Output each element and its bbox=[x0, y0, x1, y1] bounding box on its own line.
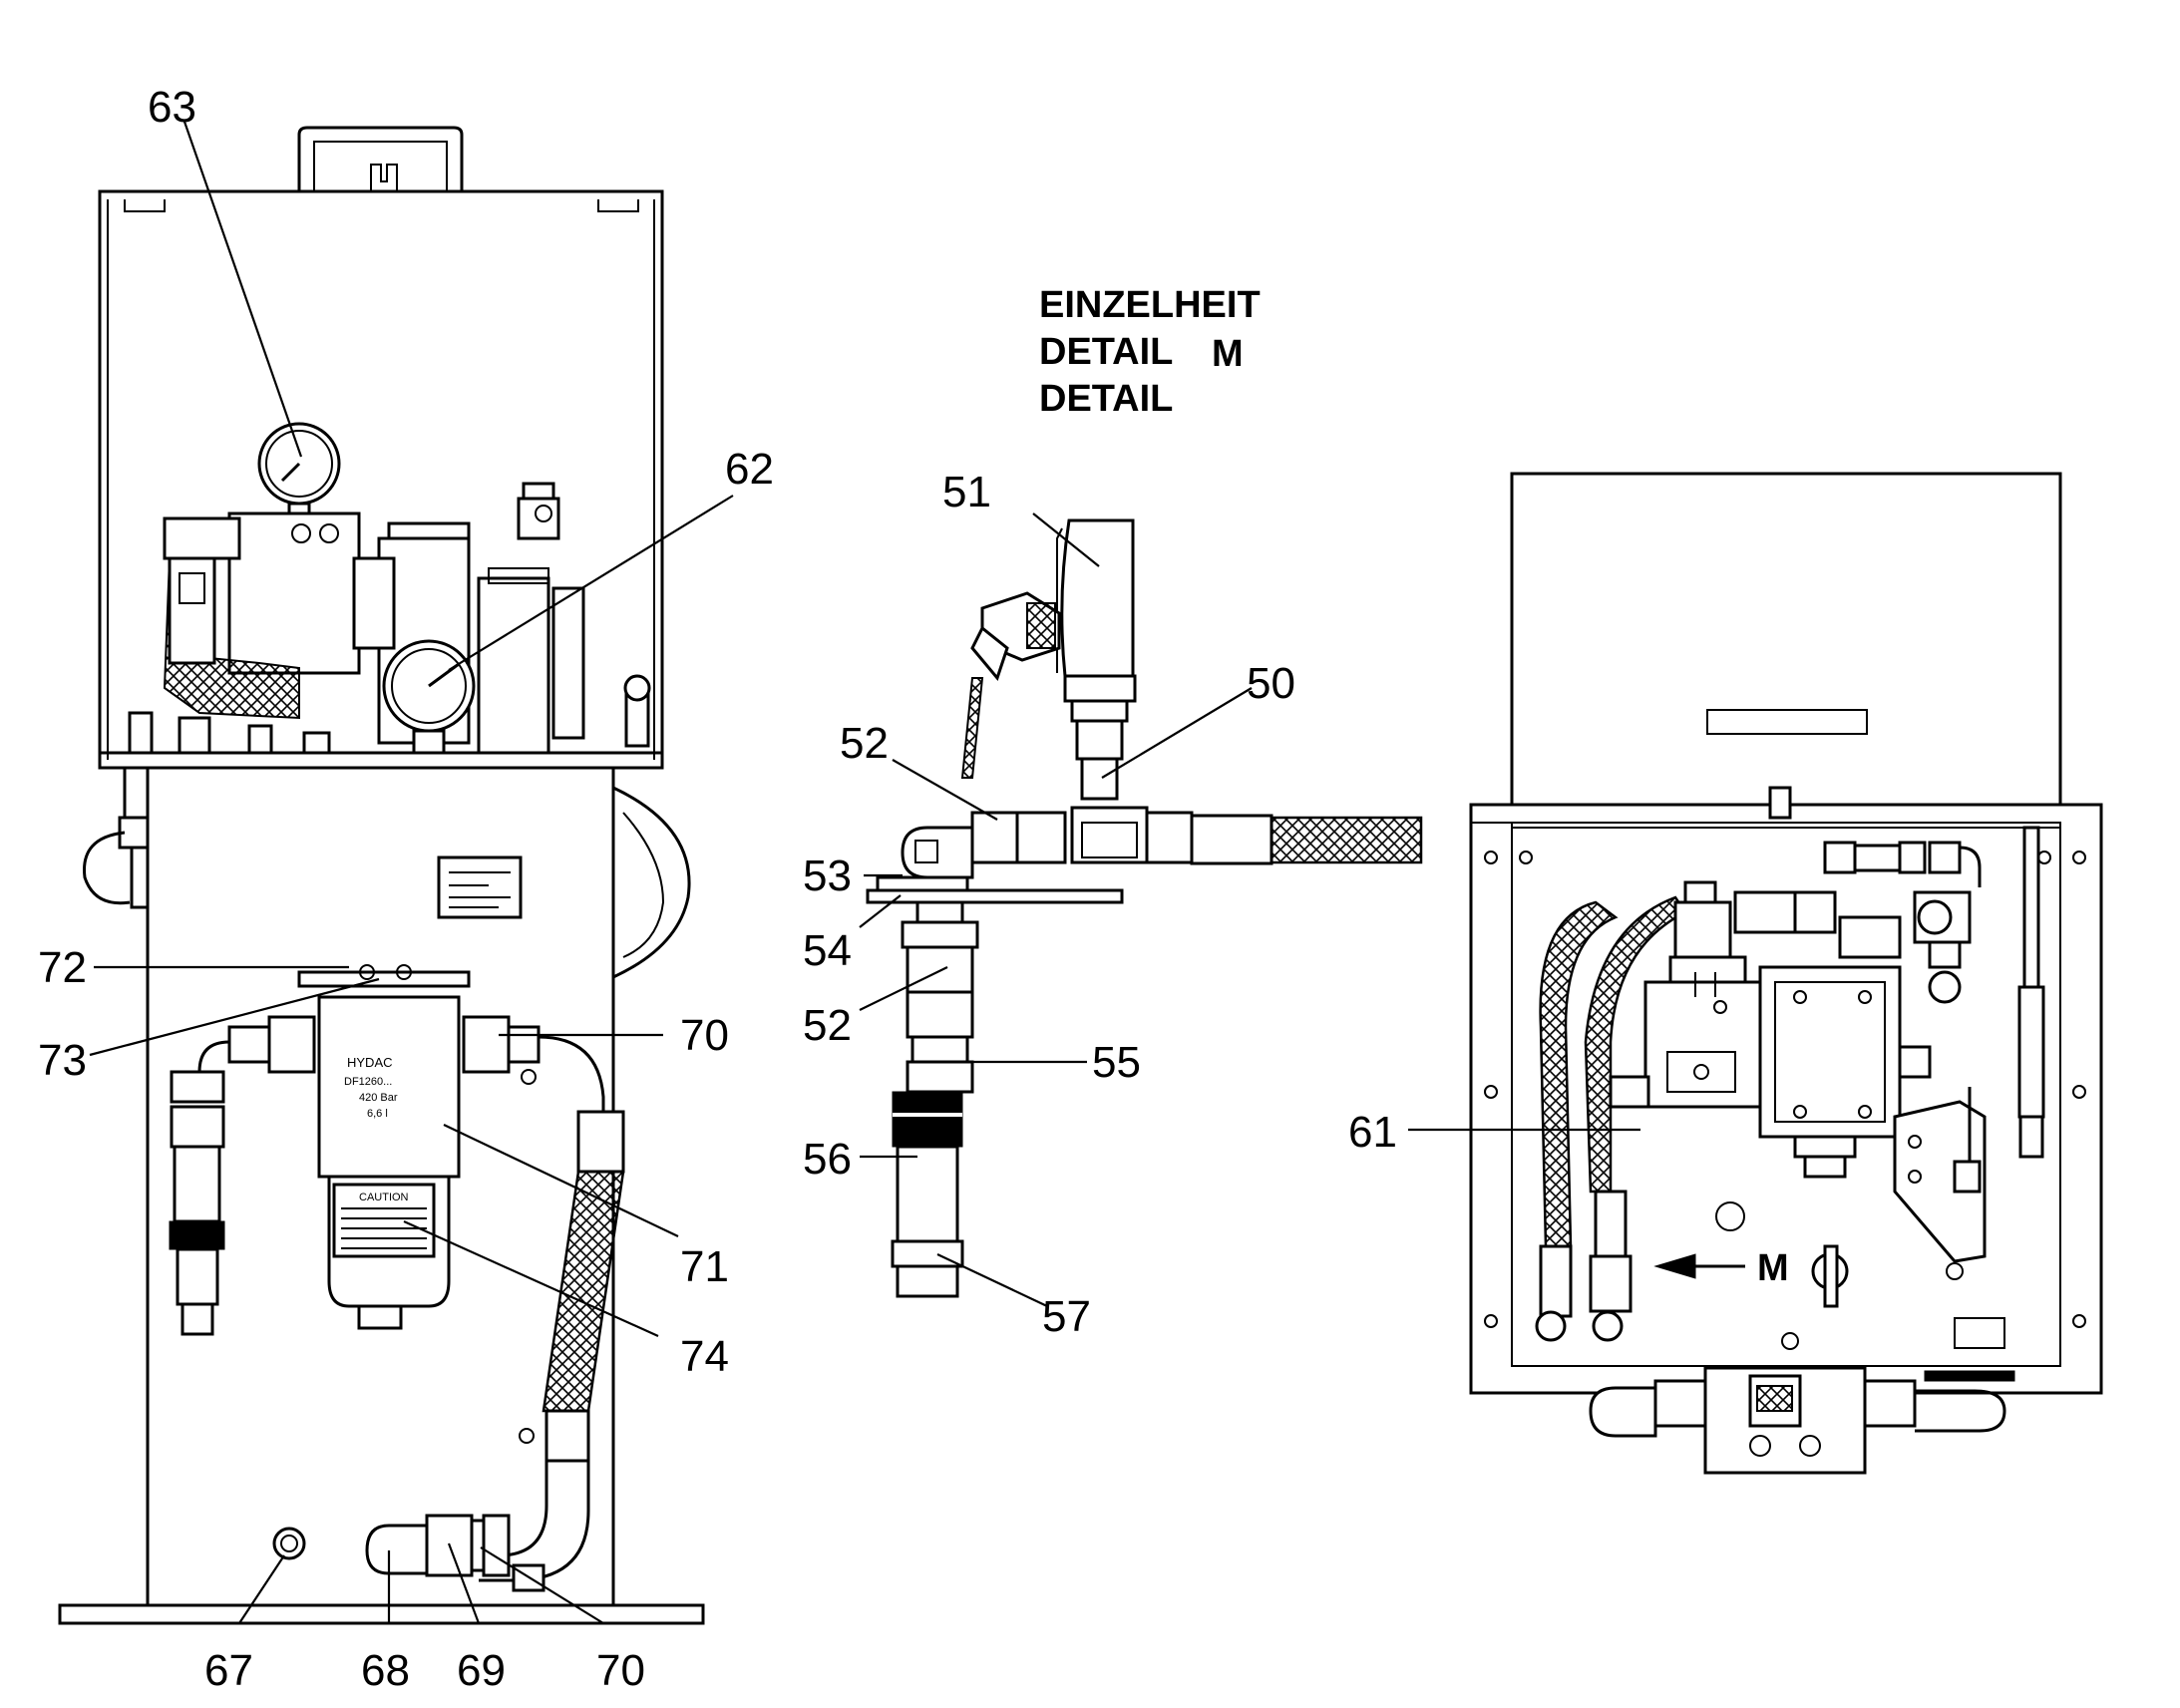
callout-69: 69 bbox=[457, 1646, 506, 1695]
view-arrow-label: M bbox=[1757, 1247, 1789, 1289]
callout-73: 73 bbox=[38, 1036, 87, 1085]
callout-63: 63 bbox=[148, 83, 196, 132]
left-view-tank-unit: HYDAC DF1260... 420 Bar 6,6 l CAUTION bbox=[58, 126, 705, 1625]
carry-handle bbox=[297, 126, 464, 191]
callout-57: 57 bbox=[1042, 1292, 1091, 1341]
filter-bowl-74: CAUTION bbox=[327, 1175, 451, 1330]
base-plate bbox=[58, 1603, 705, 1625]
filter-pressure: 420 Bar bbox=[359, 1092, 398, 1104]
detail-title: EINZELHEIT DETAIL M DETAIL bbox=[1039, 284, 1261, 420]
leader-lines bbox=[89, 121, 1640, 1624]
plug-connector bbox=[960, 591, 1061, 779]
caution-heading: CAUTION bbox=[359, 1192, 409, 1203]
callout-55: 55 bbox=[1092, 1038, 1141, 1087]
right-view-unit bbox=[1469, 472, 2103, 1475]
view-arrow-m: M bbox=[1653, 1247, 1789, 1289]
callout-62: 62 bbox=[725, 445, 774, 494]
detail-m-assembly bbox=[866, 518, 1423, 1298]
callout-68: 68 bbox=[361, 1646, 410, 1695]
nameplate bbox=[437, 855, 523, 919]
callout-52-upper: 52 bbox=[840, 719, 889, 768]
callout-61: 61 bbox=[1348, 1108, 1397, 1157]
detail-title-line2: DETAIL bbox=[1039, 331, 1173, 373]
filter-volume: 6,6 l bbox=[367, 1108, 388, 1120]
callout-51: 51 bbox=[942, 468, 991, 516]
callout-71: 71 bbox=[680, 1242, 729, 1291]
callout-67: 67 bbox=[204, 1646, 253, 1695]
callout-70-upper: 70 bbox=[680, 1011, 729, 1060]
callout-72: 72 bbox=[38, 943, 87, 992]
detail-title-letter: M bbox=[1212, 333, 1244, 375]
filter-brand: HYDAC bbox=[347, 1055, 393, 1070]
coupling-56 bbox=[892, 1091, 963, 1148]
mounting-plate-54 bbox=[866, 888, 1124, 904]
callout-53: 53 bbox=[803, 852, 852, 900]
callout-52-lower: 52 bbox=[803, 1001, 852, 1050]
callout-54: 54 bbox=[803, 926, 852, 975]
callout-56: 56 bbox=[803, 1135, 852, 1184]
pressure-gauge-62 bbox=[382, 639, 476, 755]
valve-block bbox=[1643, 980, 1762, 1109]
callout-70-lower: 70 bbox=[596, 1646, 645, 1695]
callout-74: 74 bbox=[680, 1332, 729, 1381]
callout-50: 50 bbox=[1247, 659, 1295, 708]
detail-title-line1: EINZELHEIT bbox=[1039, 284, 1261, 326]
detail-title-line3: DETAIL bbox=[1039, 378, 1173, 420]
tee-fitting bbox=[1070, 806, 1149, 864]
filter-model: DF1260... bbox=[344, 1076, 392, 1088]
lid bbox=[1510, 472, 2062, 825]
callout-labels: 63 62 72 73 70 71 74 67 68 69 70 51 50 5… bbox=[38, 83, 1397, 1695]
hydac-filter-71: HYDAC DF1260... 420 Bar 6,6 l bbox=[227, 995, 541, 1179]
